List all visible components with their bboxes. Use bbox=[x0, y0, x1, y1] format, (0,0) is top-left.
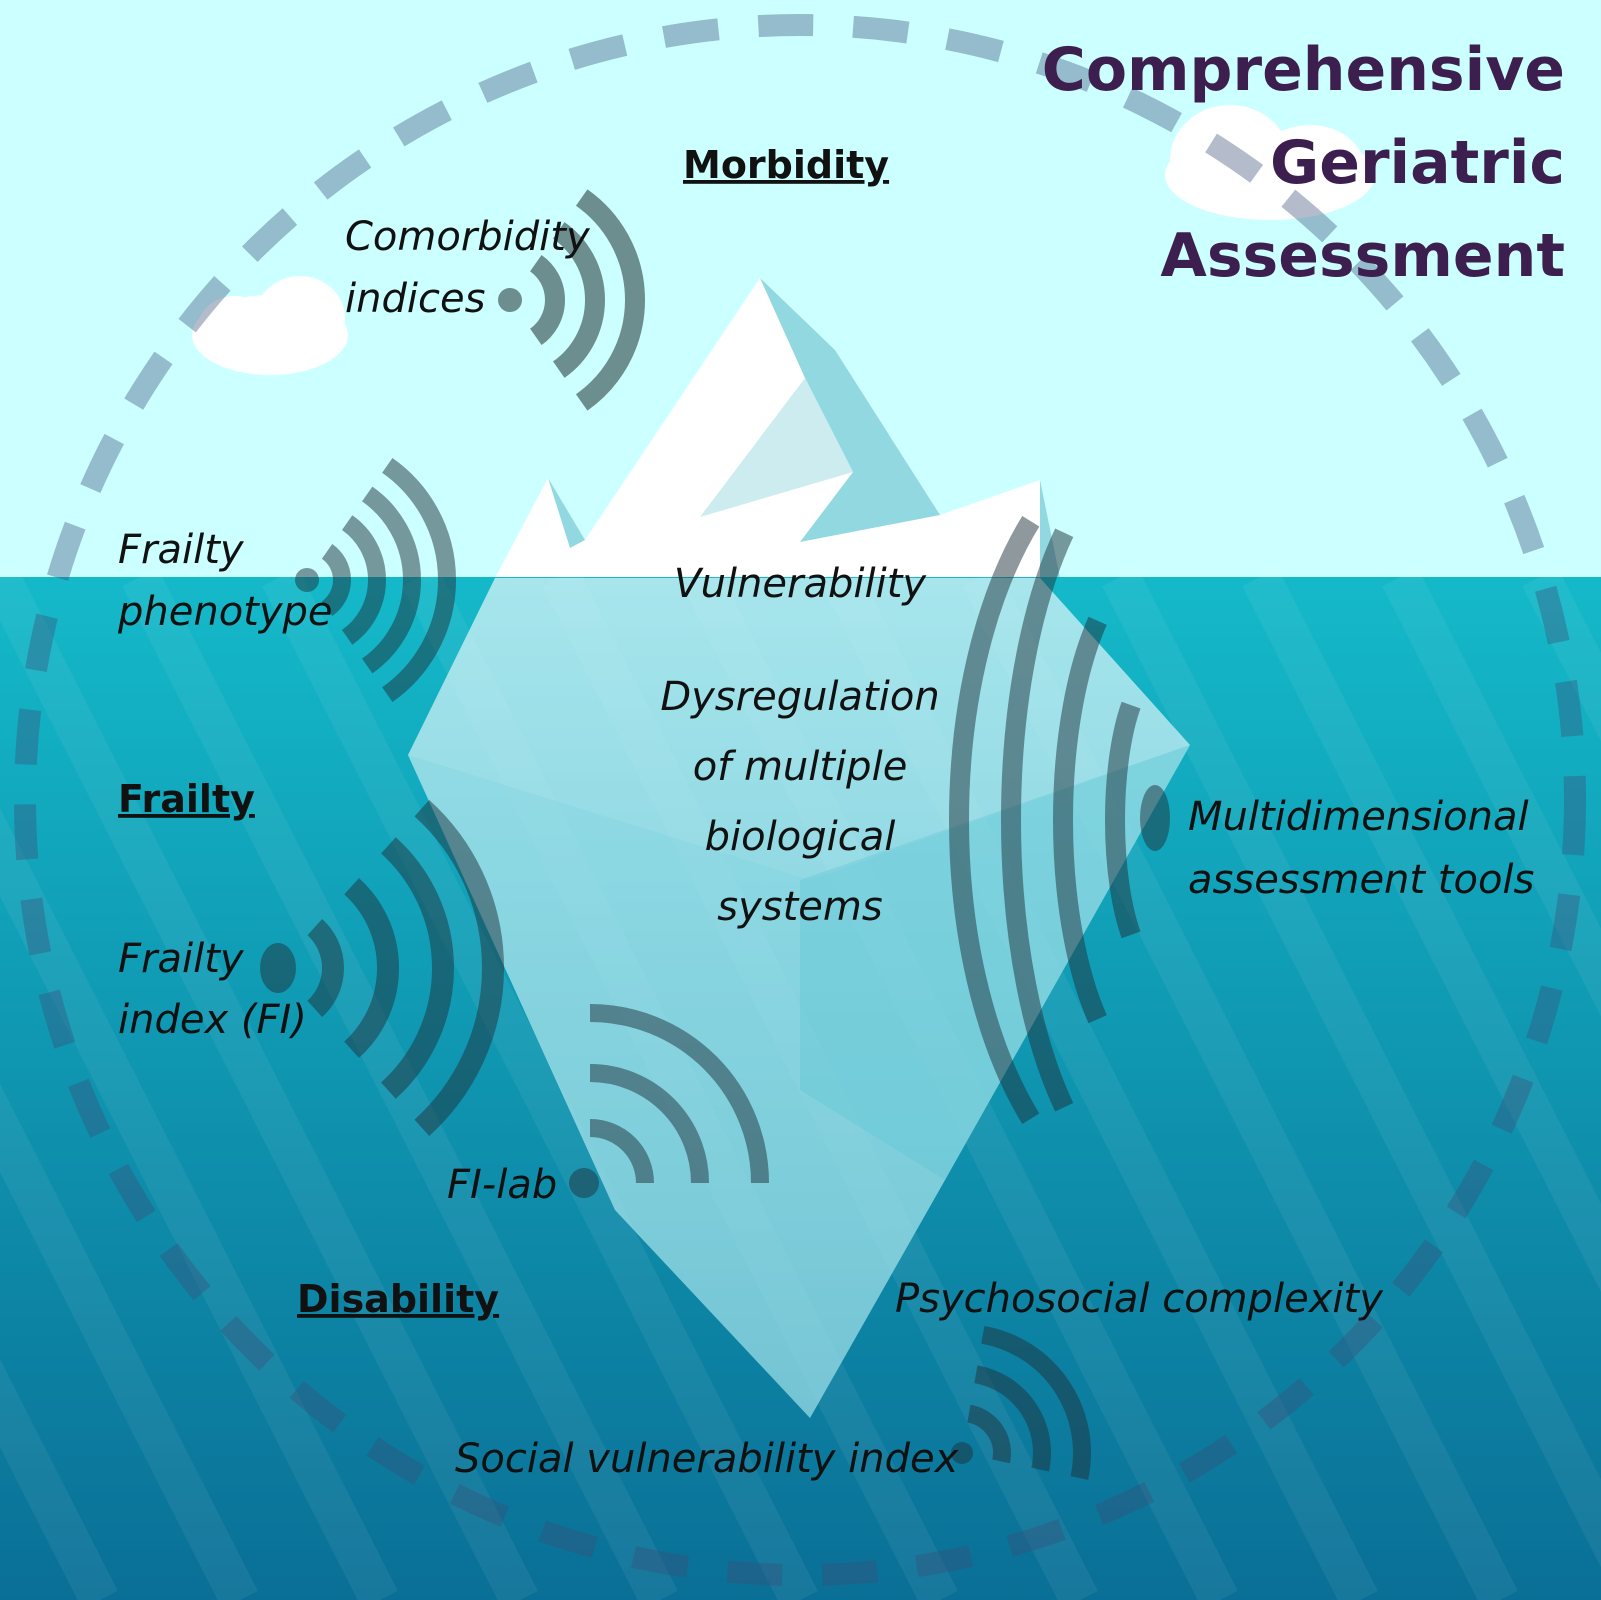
label-filab: FI-lab bbox=[447, 1162, 557, 1208]
signal-dot-phenotype bbox=[295, 568, 319, 592]
light-ray bbox=[1242, 567, 1601, 1292]
label-comorbidity-2: indices bbox=[345, 276, 485, 322]
light-ray bbox=[0, 808, 398, 1600]
assessment-dashed-circle bbox=[14, 14, 1586, 1586]
signal-arc bbox=[307, 918, 344, 1018]
signal-arc bbox=[589, 1064, 709, 1184]
signal-arc bbox=[361, 486, 421, 674]
signal-arc bbox=[382, 457, 456, 703]
signal-arc bbox=[949, 516, 1040, 1124]
light-ray bbox=[1382, 567, 1601, 1017]
signal-dot-filab bbox=[569, 1168, 599, 1198]
label-phenotype-2: phenotype bbox=[117, 589, 333, 635]
label-dysregulation-3: biological bbox=[705, 814, 896, 860]
title-line-1: Comprehensive bbox=[1042, 35, 1565, 105]
signal-arc bbox=[321, 543, 351, 617]
cloud-right bbox=[1165, 105, 1375, 220]
signal-arc bbox=[552, 222, 605, 378]
signal-arc bbox=[589, 1004, 769, 1184]
signal-arc bbox=[344, 878, 399, 1058]
signal-arc bbox=[1053, 616, 1107, 1024]
signal-arc bbox=[341, 515, 386, 645]
signal-arc bbox=[1001, 528, 1074, 1112]
label-fi-1: Frailty bbox=[118, 936, 245, 982]
label-psychosocial: Psychosocial complexity bbox=[895, 1276, 1384, 1322]
light-ray bbox=[0, 567, 538, 1600]
title: Comprehensive Geriatric Assessment bbox=[1042, 35, 1565, 291]
label-comorbidity-1: Comorbidity bbox=[345, 214, 591, 260]
label-dysregulation-4: systems bbox=[717, 884, 882, 930]
label-fi-2: index (FI) bbox=[118, 997, 307, 1043]
title-line-2: Geriatric bbox=[1270, 128, 1565, 198]
label-social-vulnerability: Social vulnerability index bbox=[455, 1436, 959, 1482]
signal-arc bbox=[966, 1404, 1011, 1464]
label-vulnerability: Vulnerability bbox=[674, 561, 927, 607]
signal-waves bbox=[260, 189, 1170, 1480]
signal-arc bbox=[974, 1365, 1051, 1472]
heading-morbidity: Morbidity bbox=[683, 143, 889, 187]
signal-arc bbox=[529, 254, 565, 346]
signal-arc bbox=[1104, 701, 1141, 939]
label-dysregulation-2: of multiple bbox=[693, 744, 908, 790]
iceberg-top bbox=[495, 278, 1060, 578]
label-multidimensional-2: assessment tools bbox=[1188, 857, 1534, 903]
light-ray bbox=[262, 567, 818, 1600]
title-line-3: Assessment bbox=[1160, 221, 1565, 291]
signal-dot-comorbidity bbox=[498, 288, 522, 312]
light-ray bbox=[0, 1359, 118, 1600]
signal-dot-social bbox=[951, 1442, 973, 1464]
signal-arc bbox=[981, 1325, 1091, 1480]
light-ray bbox=[1102, 567, 1601, 1568]
signal-arc bbox=[380, 837, 454, 1099]
heading-frailty: Frailty bbox=[118, 777, 255, 821]
signal-arc bbox=[575, 189, 645, 411]
cloud-left bbox=[192, 276, 348, 375]
signal-dot-multidimensional bbox=[1140, 785, 1170, 851]
iceberg-underwater bbox=[408, 578, 1190, 1418]
signal-dot-frailty-index bbox=[260, 943, 296, 993]
label-phenotype-1: Frailty bbox=[118, 527, 245, 573]
light-ray bbox=[0, 1083, 258, 1600]
signal-arc bbox=[589, 1119, 654, 1184]
heading-disability: Disability bbox=[297, 1277, 499, 1321]
label-dysregulation-1: Dysregulation bbox=[660, 674, 939, 720]
label-multidimensional-1: Multidimensional bbox=[1188, 794, 1529, 840]
signal-arc bbox=[414, 800, 504, 1136]
